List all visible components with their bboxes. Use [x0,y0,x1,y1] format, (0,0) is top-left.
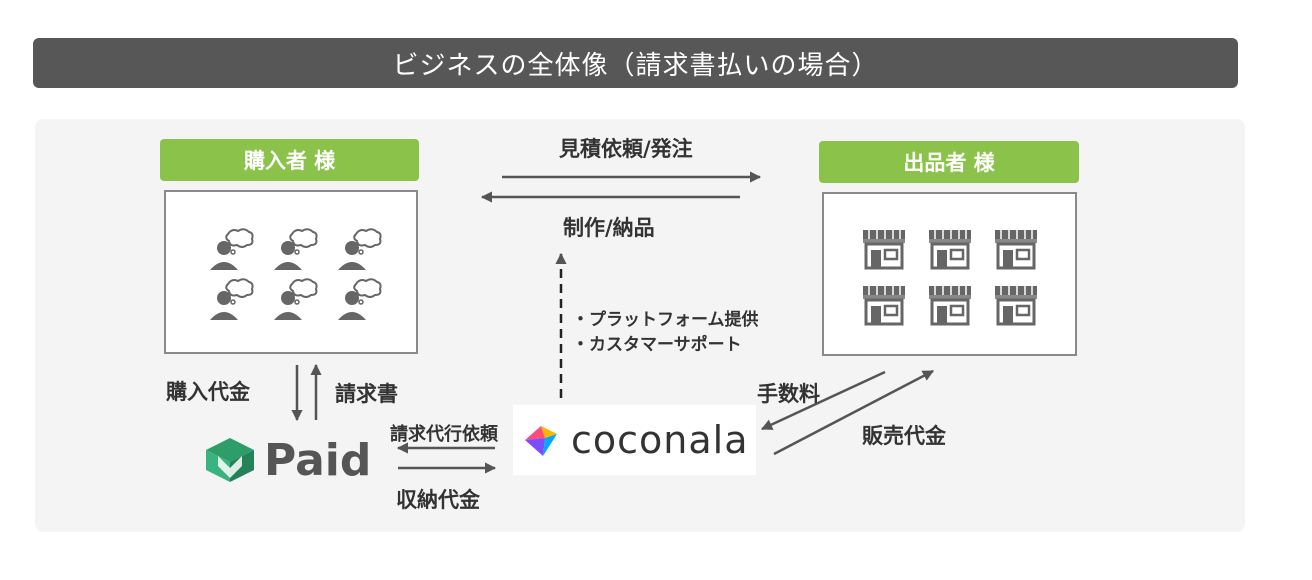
fee-arrow [760,370,886,431]
fee-label: 手数料 [757,382,820,406]
paid-mark-icon [206,438,254,482]
coconala-logo: coconala [513,405,756,475]
buyer-label: 購入者 様 [160,139,419,181]
billing-request-label: 請求代行依頼 [390,424,498,445]
service-item: ・プラットフォーム提供 [572,310,759,330]
buyer-box [164,190,418,354]
seller-box [822,192,1077,356]
page-title: ビジネスの全体像（請求書払いの場合） [392,50,879,81]
quote-order-label: 見積依頼/発注 [559,137,693,161]
paid-logo: Paid [204,425,389,495]
sales-payment-label: 販売代金 [862,424,946,448]
seller-label: 出品者 様 [819,141,1079,183]
invoice-label: 請求書 [335,382,398,406]
production-delivery-label: 制作/納品 [563,216,655,240]
paid-wordmark: Paid [264,434,372,486]
title-bar: ビジネスの全体像（請求書払いの場合） [33,38,1238,88]
coconala-mark-icon [525,426,557,456]
purchase-payment-label: 購入代金 [166,380,250,404]
service-item: ・カスタマーサポート [572,335,742,355]
service-list: ・プラットフォーム提供 ・カスタマーサポート [572,308,759,358]
collected-payment-label: 収納代金 [396,488,480,512]
sales-payment-arrow [773,369,934,456]
coconala-wordmark: coconala [571,418,749,462]
